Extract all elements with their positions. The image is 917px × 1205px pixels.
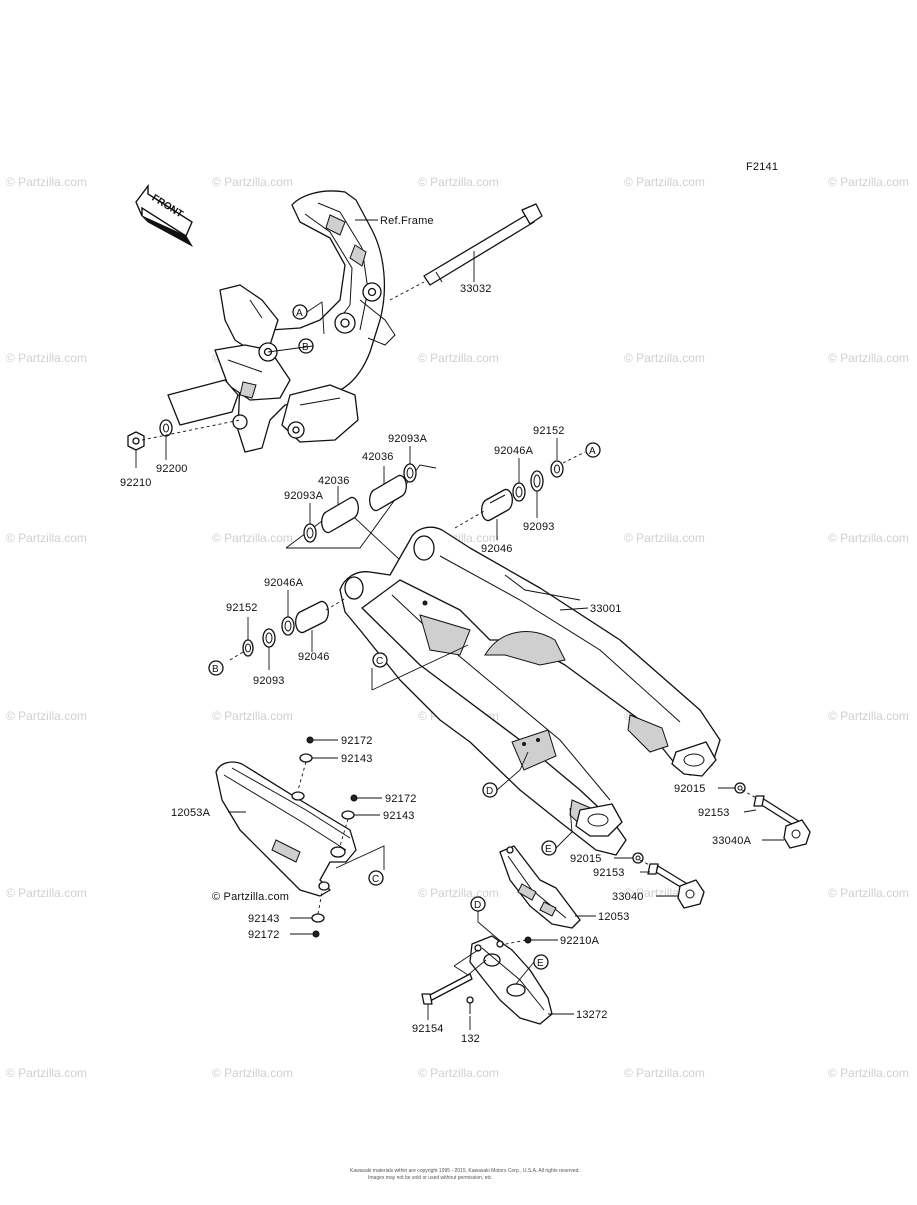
ref-circle-e-lower: E (537, 958, 544, 969)
diagram-code: F2141 (746, 161, 778, 173)
ref-circle-b-left: B (212, 664, 219, 675)
part-label-33040: 33040 (612, 891, 644, 903)
ref-circle-d-mid: D (486, 786, 493, 797)
part-label-92093a-top: 92093A (388, 433, 428, 445)
part-label-13272: 13272 (576, 1009, 608, 1021)
watermark: © Partzilla.com (828, 886, 909, 900)
part-label-92015-mid: 92015 (570, 853, 602, 865)
watermark: © Partzilla.com (6, 531, 87, 545)
watermark: © Partzilla.com (418, 175, 499, 189)
part-label-92093a-low: 92093A (284, 490, 324, 502)
watermark: © Partzilla.com (828, 175, 909, 189)
watermark: © Partzilla.com (418, 886, 499, 900)
watermark: © Partzilla.com (212, 175, 293, 189)
part-label-92154: 92154 (412, 1023, 444, 1035)
part-label-42036-low: 42036 (318, 475, 350, 487)
ref-circle-c-lower: C (372, 874, 379, 885)
collar-42036-top-icon (369, 474, 407, 512)
watermark: © Partzilla.com (624, 531, 705, 545)
part-label-92046a-left: 92046A (264, 577, 304, 589)
part-label-92200: 92200 (156, 463, 188, 475)
bearing-92046-left-icon (295, 600, 329, 634)
footer-permission: Images may not be sold or used without p… (368, 1175, 493, 1181)
footer-copyright: Kawasaki materials within are copyright … (350, 1168, 580, 1174)
part-label-33040a: 33040A (712, 835, 752, 847)
bolt-92172-a-icon (306, 736, 314, 744)
ref-circle-a-right: A (589, 446, 596, 457)
part-label-92046a-top: 92046A (494, 445, 534, 457)
watermark: © Partzilla.com (212, 1066, 293, 1080)
part-label-92093-top: 92093 (523, 521, 555, 533)
watermark: © Partzilla.com (828, 351, 909, 365)
brand-mark: © Partzilla.com (212, 891, 289, 903)
part-label-132: 132 (461, 1033, 480, 1045)
part-label-92046-left: 92046 (298, 651, 330, 663)
watermark: © Partzilla.com (6, 351, 87, 365)
part-label-92143-b: 92143 (383, 810, 415, 822)
part-label-92210: 92210 (120, 477, 152, 489)
nut-92015-right-icon (734, 782, 746, 794)
part-label-92152-left: 92152 (226, 602, 258, 614)
part-label-92093-left: 92093 (253, 675, 285, 687)
ref-circle-e-mid: E (545, 844, 552, 855)
part-label-92153-right: 92153 (698, 807, 730, 819)
part-13272-chain-guard (469, 935, 553, 1025)
ref-circle-b: B (302, 342, 309, 353)
adjuster-33040-icon (677, 879, 705, 909)
watermark: © Partzilla.com (6, 709, 87, 723)
part-label-92172-c: 92172 (248, 929, 280, 941)
bolt-92172-c-icon (312, 930, 320, 938)
adjuster-33040a-icon (783, 819, 811, 849)
watermark: © Partzilla.com (624, 175, 705, 189)
washer-92143-b-icon (341, 810, 355, 820)
ref-frame-label: Ref.Frame (380, 215, 434, 227)
watermark: © Partzilla.com (212, 709, 293, 723)
screw-132-icon (466, 996, 474, 1004)
part-label-92143-a: 92143 (341, 753, 373, 765)
part-label-12053a: 12053A (171, 807, 211, 819)
part-label-92046-top: 92046 (481, 543, 513, 555)
washer-92200-icon (159, 419, 173, 437)
collar-42036-low-icon (321, 496, 359, 534)
watermark: © Partzilla.com (418, 351, 499, 365)
washer-92143-c-icon (311, 913, 325, 923)
watermark: © Partzilla.com (828, 1066, 909, 1080)
watermark: © Partzilla.com (6, 175, 87, 189)
part-label-12053: 12053 (598, 911, 630, 923)
frame-reference (167, 190, 396, 453)
part-33032-pivot-shaft (389, 203, 543, 301)
watermark: © Partzilla.com (212, 531, 293, 545)
watermark: © Partzilla.com (6, 1066, 87, 1080)
ref-circle-d-lower: D (474, 900, 481, 911)
part-12053-chain-guide (499, 845, 581, 929)
front-arrow-icon: FRONT (135, 183, 194, 248)
ref-circle-a: A (296, 308, 303, 319)
part-label-92015-right: 92015 (674, 783, 706, 795)
washer-92143-a-icon (299, 753, 313, 763)
ref-circle-c-mid: C (376, 656, 383, 667)
part-label-92172-b: 92172 (385, 793, 417, 805)
bearing-92046-top-icon (481, 488, 513, 522)
part-label-33001: 33001 (590, 603, 622, 615)
bolt-92154-icon (427, 973, 473, 1002)
watermark: © Partzilla.com (6, 886, 87, 900)
part-label-33032: 33032 (460, 283, 492, 295)
watermark: © Partzilla.com (624, 351, 705, 365)
watermark: © Partzilla.com (624, 1066, 705, 1080)
watermark: © Partzilla.com (828, 531, 909, 545)
part-label-92152-top: 92152 (533, 425, 565, 437)
part-12053a-chain-slider (215, 761, 357, 897)
part-label-92210a: 92210A (560, 935, 600, 947)
bolt-92172-b-icon (350, 794, 358, 802)
nut-92015-mid-icon (632, 852, 644, 864)
part-label-92153-mid: 92153 (593, 867, 625, 879)
part-label-92172-a: 92172 (341, 735, 373, 747)
watermark: © Partzilla.com (418, 1066, 499, 1080)
part-label-42036-top: 42036 (362, 451, 394, 463)
part-label-92143-c: 92143 (248, 913, 280, 925)
part-33001-swingarm (339, 526, 721, 856)
watermark: © Partzilla.com (828, 709, 909, 723)
